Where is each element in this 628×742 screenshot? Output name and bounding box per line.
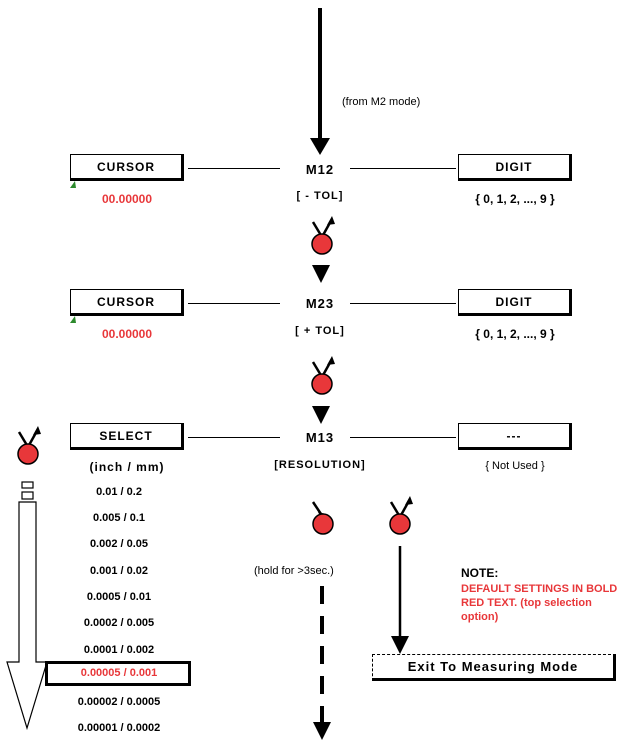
- incoming-arrow-head: [310, 138, 330, 155]
- default-resolution-highlight: [45, 661, 191, 686]
- connector-line: [350, 303, 456, 304]
- resolution-option: 0.0002 / 0.005: [83, 617, 155, 629]
- knob-icon-hold: [311, 500, 335, 536]
- digit-box-label: DIGIT: [495, 159, 533, 174]
- unit-label: (inch / mm): [89, 460, 165, 474]
- mode-subtitle-m23: [ + TOL]: [295, 325, 345, 337]
- not-used-label: { Not Used }: [485, 460, 545, 472]
- resolution-option: 0.00001 / 0.0002: [77, 722, 161, 734]
- select-box-label: SELECT: [99, 428, 153, 443]
- digit-box-m12: DIGIT: [458, 154, 572, 181]
- connector-line: [350, 168, 456, 169]
- exit-arrow-head: [391, 636, 409, 654]
- note-text: DEFAULT SETTINGS IN BOLD RED TEXT. (top …: [461, 583, 618, 623]
- knob-icon-m23: [310, 354, 337, 396]
- resolution-option: 0.0005 / 0.01: [86, 591, 152, 603]
- connector-line: [188, 168, 280, 169]
- cursor-default-value: 00.00000: [101, 327, 153, 341]
- hold-note: (hold for >3sec.): [254, 565, 334, 577]
- connector-line: [188, 303, 280, 304]
- digit-box-label: DIGIT: [495, 294, 533, 309]
- select-box-m13: SELECT: [70, 423, 184, 450]
- exit-measuring-mode-box: Exit To Measuring Mode: [372, 654, 616, 681]
- corner-mark-1: [70, 181, 76, 188]
- unused-box-m13: ---: [458, 423, 572, 450]
- digit-range: { 0, 1, 2, ..., 9 }: [475, 192, 555, 206]
- mode-title-m23: M23: [305, 296, 335, 311]
- cursor-box-m23: CURSOR: [70, 289, 184, 316]
- resolution-option: 0.002 / 0.05: [89, 538, 149, 550]
- exit-label: Exit To Measuring Mode: [407, 659, 579, 674]
- resolution-option: 0.005 / 0.1: [93, 512, 145, 524]
- resolution-option: 0.0001 / 0.002: [83, 644, 155, 656]
- mode-title-m13: M13: [305, 430, 335, 445]
- connector-line: [188, 437, 280, 438]
- incoming-note: (from M2 mode): [342, 96, 421, 108]
- mode-title-m12: M12: [305, 162, 335, 177]
- scroll-mark-1: [21, 481, 34, 489]
- mode-subtitle-m13: [RESOLUTION]: [274, 459, 366, 471]
- scroll-down-arrow: [6, 501, 48, 731]
- knob-icon-exit: [388, 494, 415, 536]
- resolution-option: 0.001 / 0.02: [89, 565, 149, 577]
- resolution-option: 0.00002 / 0.0005: [77, 696, 161, 708]
- unused-box-label: ---: [506, 428, 522, 443]
- resolution-option-default: 0.00005 / 0.001: [80, 667, 158, 679]
- note-title: NOTE:: [461, 566, 499, 580]
- digit-box-m23: DIGIT: [458, 289, 572, 316]
- cursor-box-m12: CURSOR: [70, 154, 184, 181]
- cursor-box-label: CURSOR: [96, 294, 155, 309]
- hold-arrow-head: [313, 722, 331, 740]
- corner-mark-2: [70, 316, 76, 323]
- down-triangle-1: [312, 265, 330, 283]
- cursor-box-label: CURSOR: [96, 159, 155, 174]
- knob-icon-left: [16, 424, 43, 466]
- down-triangle-2: [312, 406, 330, 424]
- cursor-default-value: 00.00000: [101, 192, 153, 206]
- knob-icon-m12: [310, 214, 337, 256]
- scroll-mark-2: [21, 491, 34, 500]
- mode-subtitle-m12: [ - TOL]: [296, 190, 344, 202]
- digit-range: { 0, 1, 2, ..., 9 }: [475, 327, 555, 341]
- connector-line: [350, 437, 456, 438]
- resolution-option: 0.01 / 0.2: [96, 486, 142, 498]
